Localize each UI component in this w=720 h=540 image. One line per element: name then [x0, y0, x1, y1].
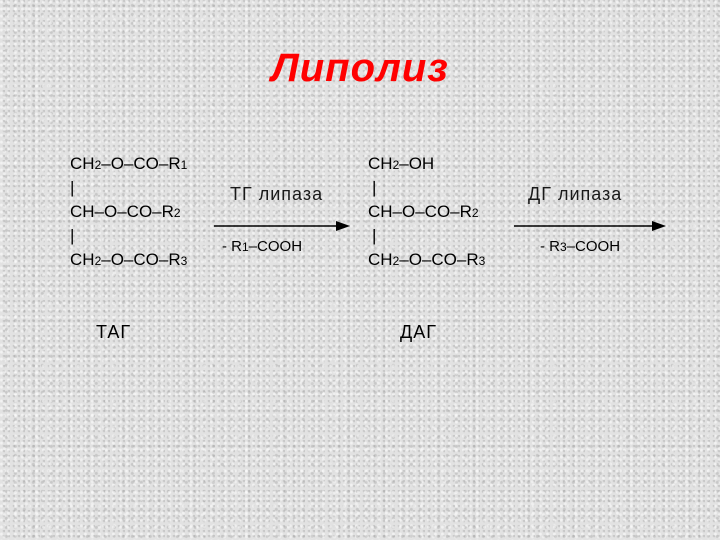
tag-bond-1: |	[70, 178, 75, 197]
dag-line-2: CH–O–CO–R2	[368, 202, 479, 221]
dag-formula: CH2–OH | CH–O–CO–R2 | CH2–O–CO–R3	[368, 152, 485, 272]
dag-line-3: CH2–O–CO–R3	[368, 250, 486, 269]
reaction2-arrowhead-icon	[652, 221, 666, 231]
dag-bond-1: |	[372, 178, 377, 197]
tag-label: ТАГ	[96, 322, 132, 342]
dag-bond-2: |	[372, 226, 377, 245]
reaction2-byproduct: - R3–COOH	[540, 238, 621, 255]
reaction1-byproduct: - R1–COOH	[222, 238, 303, 255]
reaction1-arrowhead-icon	[336, 221, 350, 231]
reaction2-enzyme: ДГ липаза	[528, 184, 623, 204]
slide-title: Липолиз	[271, 46, 449, 90]
tag-line-3: CH2–O–CO–R3	[70, 250, 188, 269]
tag-bond-2: |	[70, 226, 75, 245]
tag-formula: CH2–O–CO–R1 | CH–O–CO–R2 | CH2–O–CO–R3	[70, 152, 187, 272]
reaction1-enzyme: ТГ липаза	[230, 184, 324, 204]
reaction1-arrow	[214, 221, 350, 231]
reaction2-arrow	[514, 221, 666, 231]
tag-line-1: CH2–O–CO–R1	[70, 154, 188, 173]
dag-label: ДАГ	[400, 322, 437, 342]
tag-line-2: CH–O–CO–R2	[70, 202, 181, 221]
dag-line-1: CH2–OH	[368, 154, 435, 173]
